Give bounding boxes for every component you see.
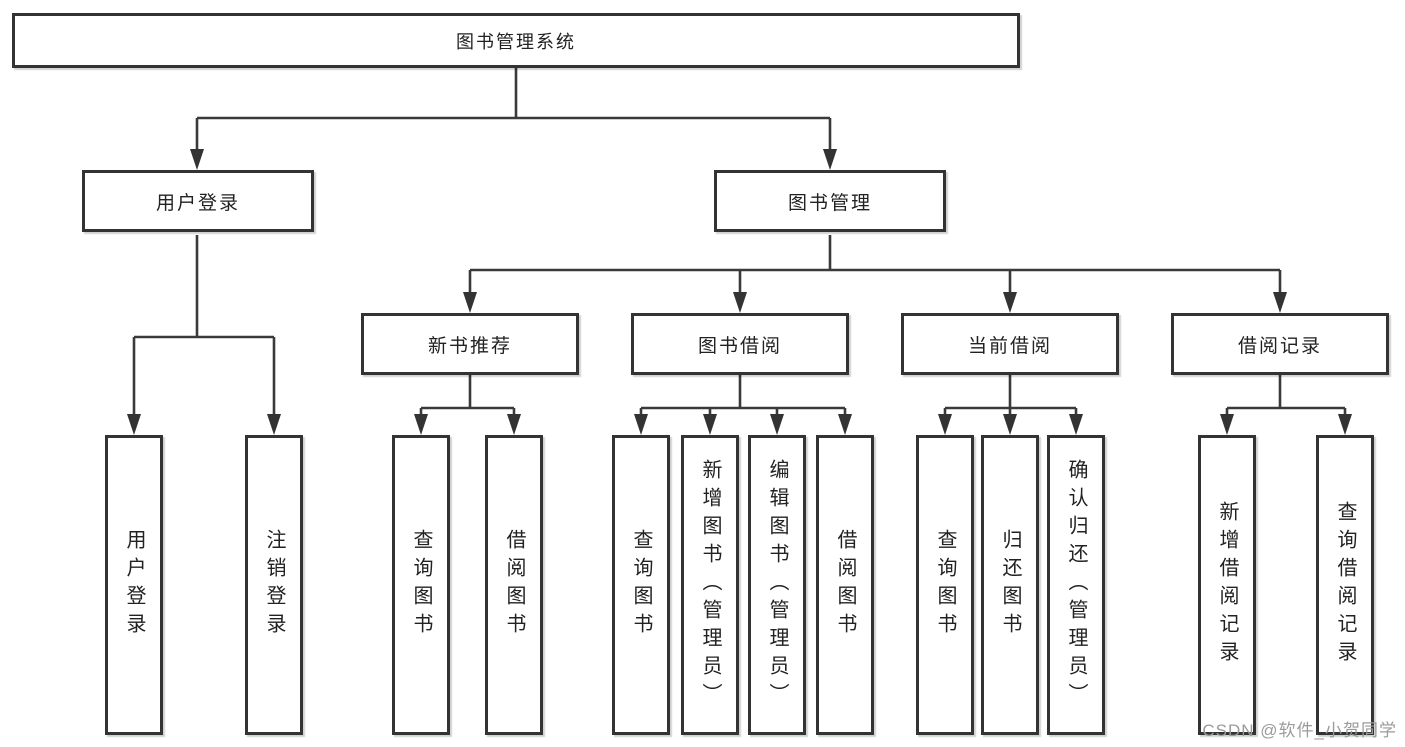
node-library-management-system: 图书管理系统 bbox=[12, 13, 1020, 68]
leaf-label: 用户登录 bbox=[123, 529, 145, 641]
leaf-return-books: 归还图书 bbox=[981, 435, 1039, 735]
leaf-label: 新增借阅记录 bbox=[1216, 501, 1238, 669]
leaf-add-books-admin: 新增图书（管理员） bbox=[681, 435, 739, 735]
node-book-borrow: 图书借阅 bbox=[631, 313, 849, 375]
leaf-borrow-books-recommend: 借阅图书 bbox=[485, 435, 543, 735]
leaf-label: 查询图书 bbox=[934, 529, 956, 641]
leaf-add-borrow-record: 新增借阅记录 bbox=[1198, 435, 1256, 735]
leaf-label: 归还图书 bbox=[999, 529, 1021, 641]
leaf-query-borrow-record: 查询借阅记录 bbox=[1316, 435, 1374, 735]
leaf-label: 查询图书 bbox=[410, 529, 432, 641]
node-book-management: 图书管理 bbox=[714, 170, 946, 232]
leaf-label: 确认归还（管理员） bbox=[1065, 459, 1087, 711]
leaf-label: 新增图书（管理员） bbox=[699, 459, 721, 711]
csdn-watermark: CSDN @软件_小贺同学 bbox=[1202, 721, 1397, 740]
leaf-label: 查询借阅记录 bbox=[1334, 501, 1356, 669]
leaf-query-books-borrow: 查询图书 bbox=[612, 435, 670, 735]
leaf-borrow-books: 借阅图书 bbox=[816, 435, 874, 735]
leaf-confirm-return-admin: 确认归还（管理员） bbox=[1047, 435, 1105, 735]
node-new-book-recommend: 新书推荐 bbox=[361, 313, 579, 375]
node-borrow-records: 借阅记录 bbox=[1171, 313, 1389, 375]
leaf-label: 注销登录 bbox=[263, 529, 285, 641]
leaf-query-books-recommend: 查询图书 bbox=[392, 435, 450, 735]
leaf-label: 借阅图书 bbox=[834, 529, 856, 641]
leaf-label: 编辑图书（管理员） bbox=[766, 459, 788, 711]
node-user-login: 用户登录 bbox=[82, 170, 314, 232]
leaf-label: 查询图书 bbox=[630, 529, 652, 641]
leaf-edit-books-admin: 编辑图书（管理员） bbox=[748, 435, 806, 735]
leaf-user-login: 用户登录 bbox=[105, 435, 163, 735]
leaf-query-books-current: 查询图书 bbox=[916, 435, 974, 735]
leaf-logout: 注销登录 bbox=[245, 435, 303, 735]
node-current-borrow: 当前借阅 bbox=[901, 313, 1119, 375]
leaf-label: 借阅图书 bbox=[503, 529, 525, 641]
